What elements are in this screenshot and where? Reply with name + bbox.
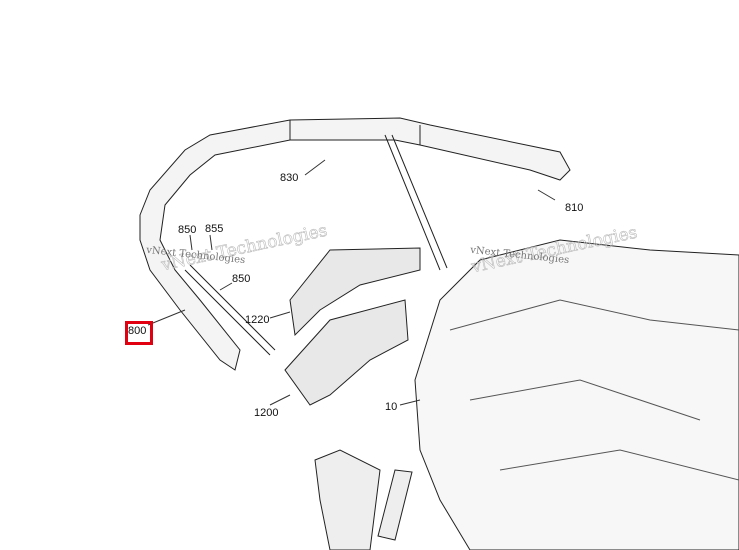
body-10-part (414, 239, 739, 550)
callout-10[interactable]: 10 (385, 401, 398, 413)
callout-1200[interactable]: 1200 (254, 407, 279, 419)
highlight-box (125, 321, 153, 345)
rod-part (184, 264, 276, 356)
strut-part (384, 134, 448, 271)
callout-830[interactable]: 830 (280, 172, 299, 184)
callout-855[interactable]: 855 (205, 223, 224, 235)
callout-810[interactable]: 810 (565, 202, 584, 214)
callout-1220[interactable]: 1220 (245, 314, 270, 326)
callout-800[interactable]: 800 (128, 325, 147, 337)
block-part (377, 469, 413, 541)
grille-1200-part (284, 299, 409, 406)
callout-850[interactable]: 850 (178, 224, 197, 236)
bracket-part (314, 449, 381, 550)
callout-850[interactable]: 850 (232, 273, 251, 285)
grille-1220-part (289, 247, 421, 337)
